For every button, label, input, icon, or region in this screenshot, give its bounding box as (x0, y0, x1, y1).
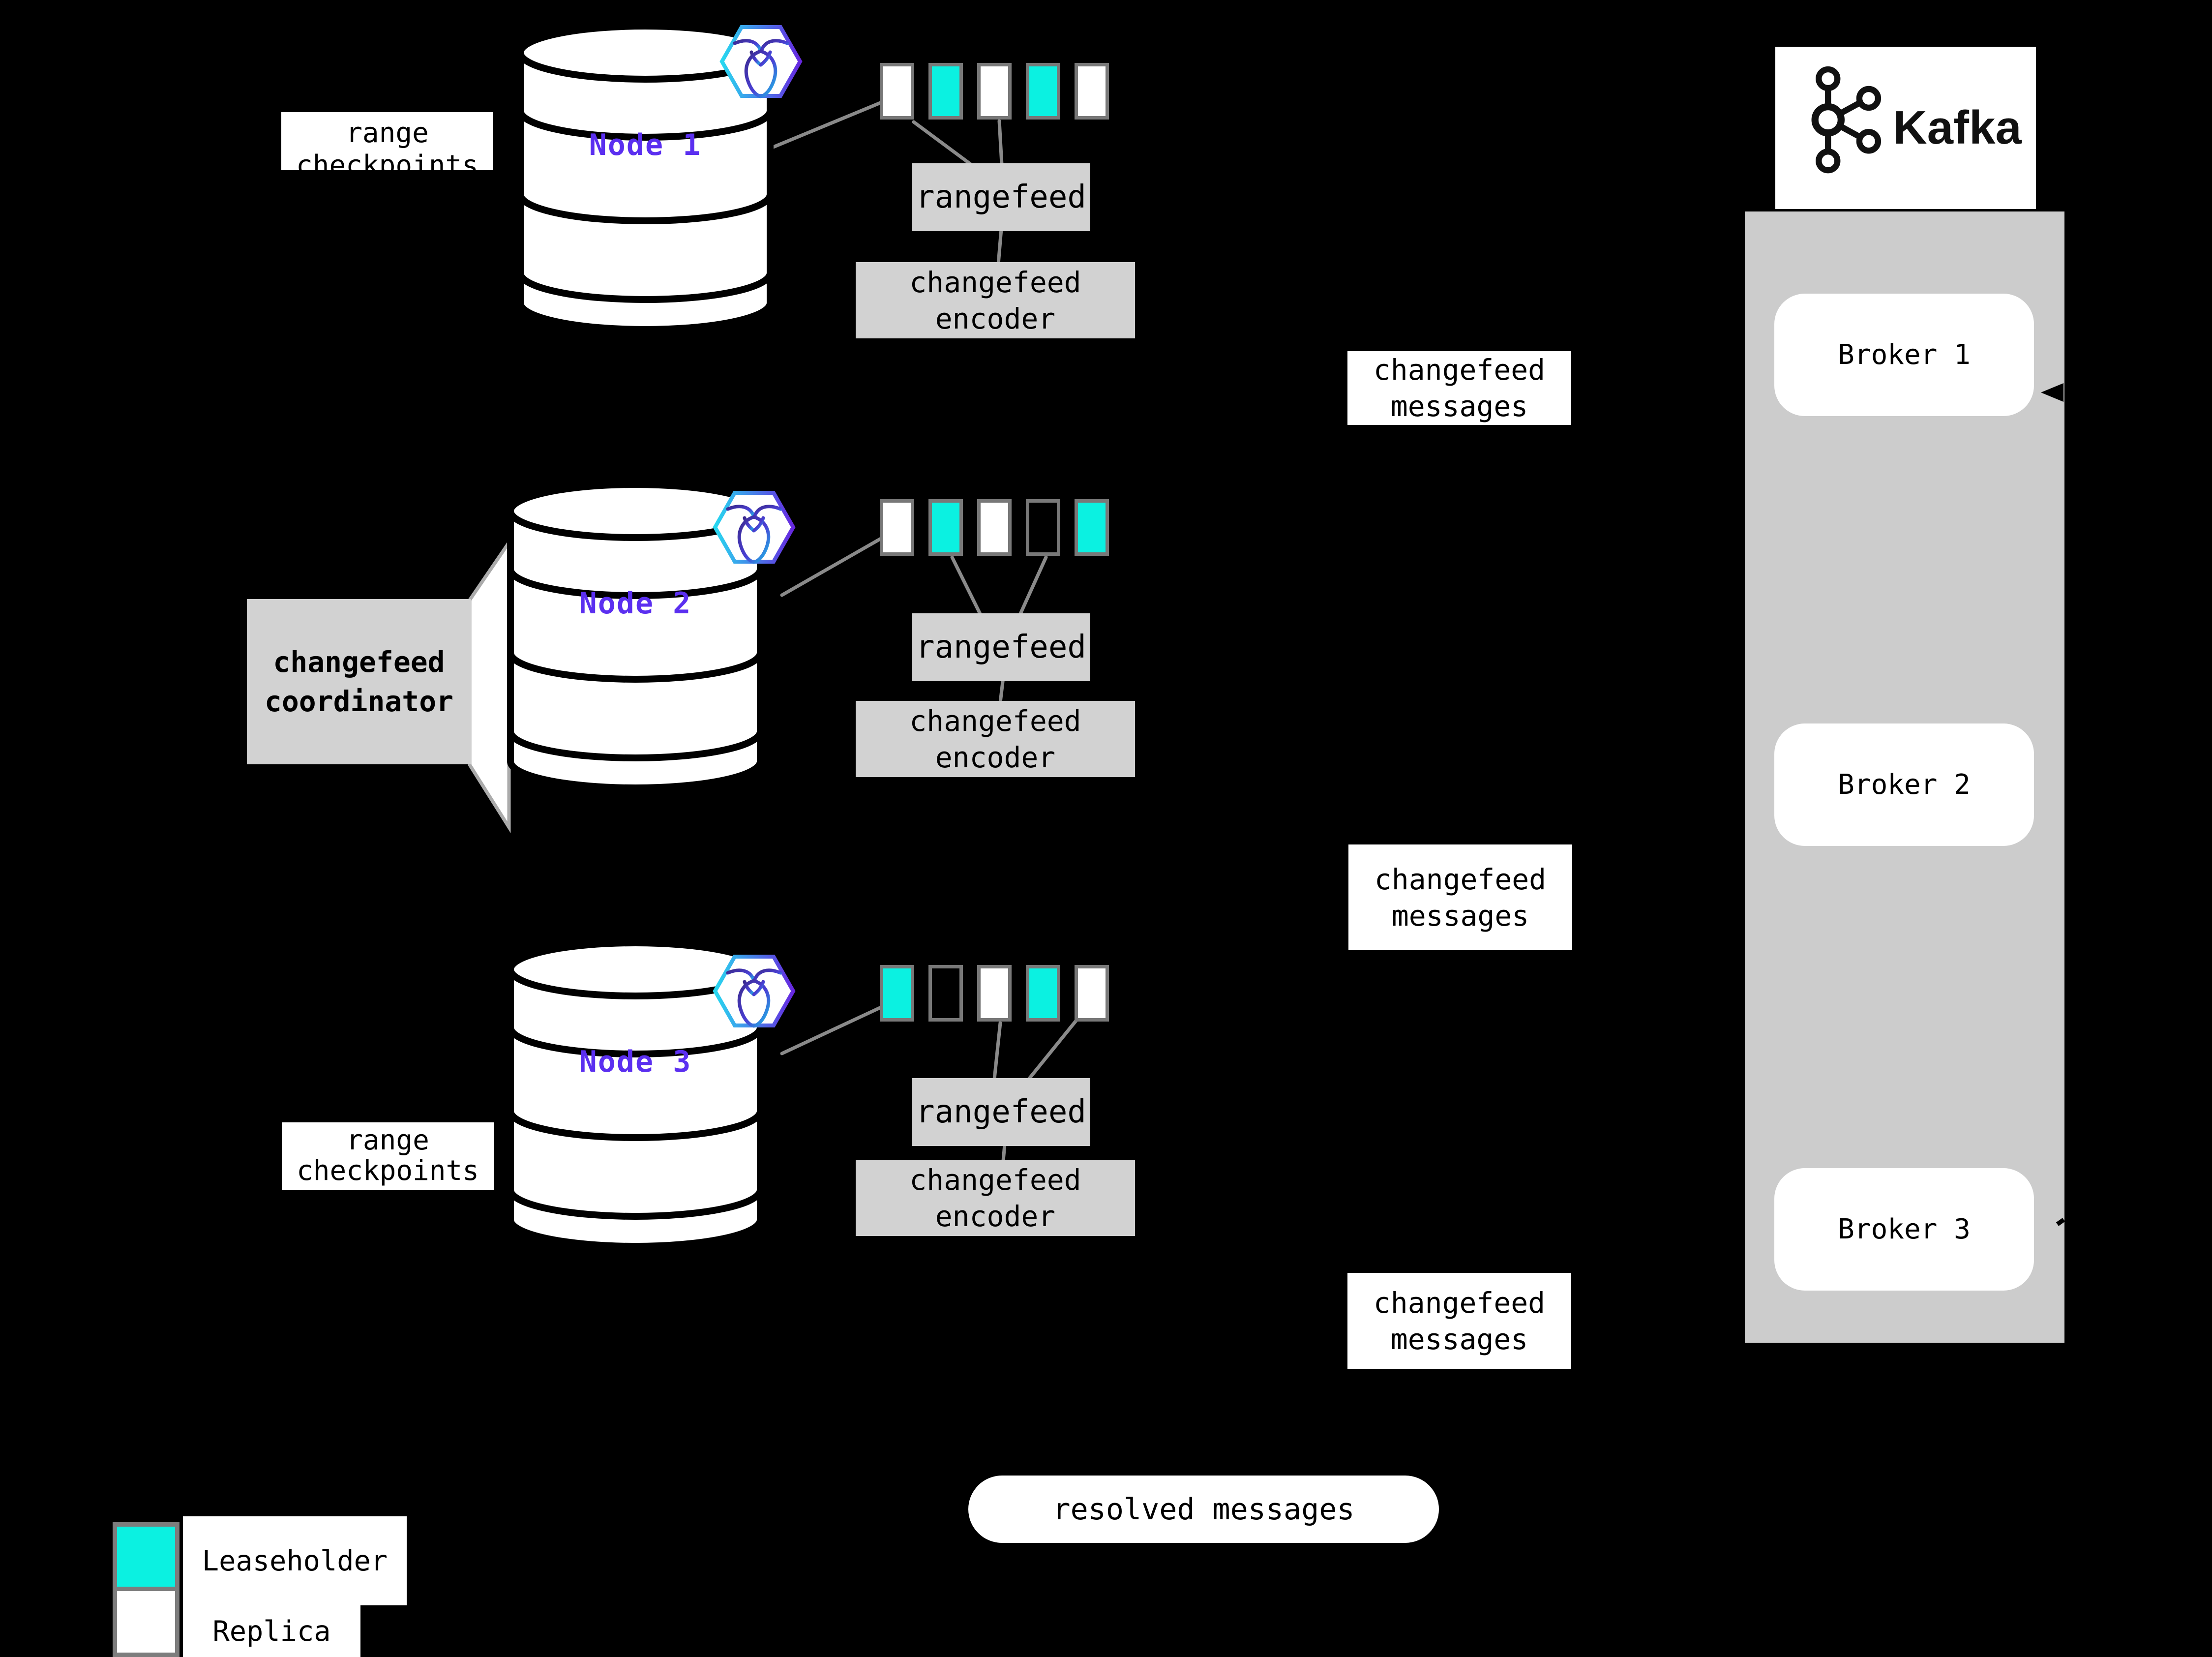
cockroachdb-icon (711, 484, 797, 571)
changefeed-messages-line2: messages (1390, 1322, 1528, 1356)
range-square-replica (977, 499, 1012, 556)
kafka-title: Kafka (1893, 101, 2022, 154)
range-square-leaseholder (928, 63, 963, 120)
range-square-leaseholder (928, 499, 963, 556)
cockroachdb-icon (711, 948, 797, 1034)
range-checkpoints-line2: checkpoints (297, 1155, 479, 1187)
range-square-replica (1075, 965, 1109, 1022)
kafka-icon (1811, 66, 1882, 174)
encoder-line2: encoder (935, 301, 1056, 335)
range-square-replica (977, 63, 1012, 120)
range-checkpoints-line2: checkpoints (296, 150, 478, 170)
node2-label: Node 2 (579, 586, 692, 621)
broker-3: Broker 3 (1774, 1168, 2034, 1291)
node2-changefeed-encoder-box: changefeed encoder (856, 701, 1135, 777)
node1-range-squares (880, 63, 1109, 120)
range-square-empty (1026, 499, 1060, 556)
broker-2: Broker 2 (1774, 723, 2034, 846)
legend-replica-swatch (113, 1587, 179, 1657)
range-square-replica (880, 499, 914, 556)
encoder-line2: encoder (935, 1199, 1056, 1233)
legend-leaseholder-swatch (113, 1522, 179, 1591)
encoder-line1: changefeed (909, 704, 1081, 738)
node3-label: Node 3 (579, 1045, 692, 1079)
range-checkpoints-label-node3: range checkpoints (282, 1122, 494, 1190)
range-square-empty (928, 965, 963, 1022)
changefeed-messages-label-3: changefeed messages (1347, 1273, 1571, 1369)
range-checkpoints-label-node1: range checkpoints (281, 112, 493, 170)
node1-rangefeed-box: rangefeed (912, 163, 1090, 231)
coordinator-line2: coordinator (264, 685, 454, 718)
changefeed-messages-line1: changefeed (1373, 353, 1546, 387)
range-square-leaseholder (1075, 499, 1109, 556)
encoder-line1: changefeed (909, 1163, 1081, 1197)
changefeed-coordinator-label: changefeed coordinator (247, 599, 471, 764)
encoder-line2: encoder (935, 740, 1056, 774)
changefeed-messages-label-2: changefeed messages (1348, 844, 1572, 950)
changefeed-messages-line2: messages (1391, 899, 1529, 933)
range-square-replica (1075, 63, 1109, 120)
range-square-leaseholder (1026, 63, 1060, 120)
range-square-leaseholder (880, 965, 914, 1022)
encoder-line1: changefeed (909, 265, 1081, 299)
range-checkpoints-line1: range (346, 1124, 429, 1156)
node2-range-squares (880, 499, 1109, 556)
node3-range-squares (880, 965, 1109, 1022)
arrow-fragment (2041, 383, 2063, 402)
range-square-replica (977, 965, 1012, 1022)
coordinator-line1: changefeed (273, 645, 445, 679)
range-square-leaseholder (1026, 965, 1060, 1022)
changefeed-messages-line2: messages (1390, 390, 1528, 423)
range-checkpoints-line1: range (346, 117, 429, 149)
broker-1: Broker 1 (1774, 294, 2034, 416)
node1-label: Node 1 (589, 128, 702, 162)
legend-leaseholder-label: Leaseholder (183, 1516, 407, 1605)
resolved-messages-pill: resolved messages (968, 1476, 1439, 1543)
node3-database-cylinder (507, 939, 764, 1250)
legend-replica-label: Replica (183, 1605, 360, 1657)
changefeed-messages-line1: changefeed (1374, 862, 1547, 896)
cockroachdb-icon (719, 25, 803, 98)
range-square-replica (880, 63, 914, 120)
node1-changefeed-encoder-box: changefeed encoder (856, 262, 1135, 338)
node3-changefeed-encoder-box: changefeed encoder (856, 1160, 1135, 1236)
changefeed-messages-line1: changefeed (1373, 1286, 1546, 1320)
node2-rangefeed-box: rangefeed (912, 613, 1090, 681)
node2-database-cylinder (507, 481, 764, 791)
node1-database-cylinder (517, 23, 774, 333)
node3-rangefeed-box: rangefeed (912, 1078, 1090, 1146)
changefeed-messages-label-1: changefeed messages (1347, 351, 1571, 425)
